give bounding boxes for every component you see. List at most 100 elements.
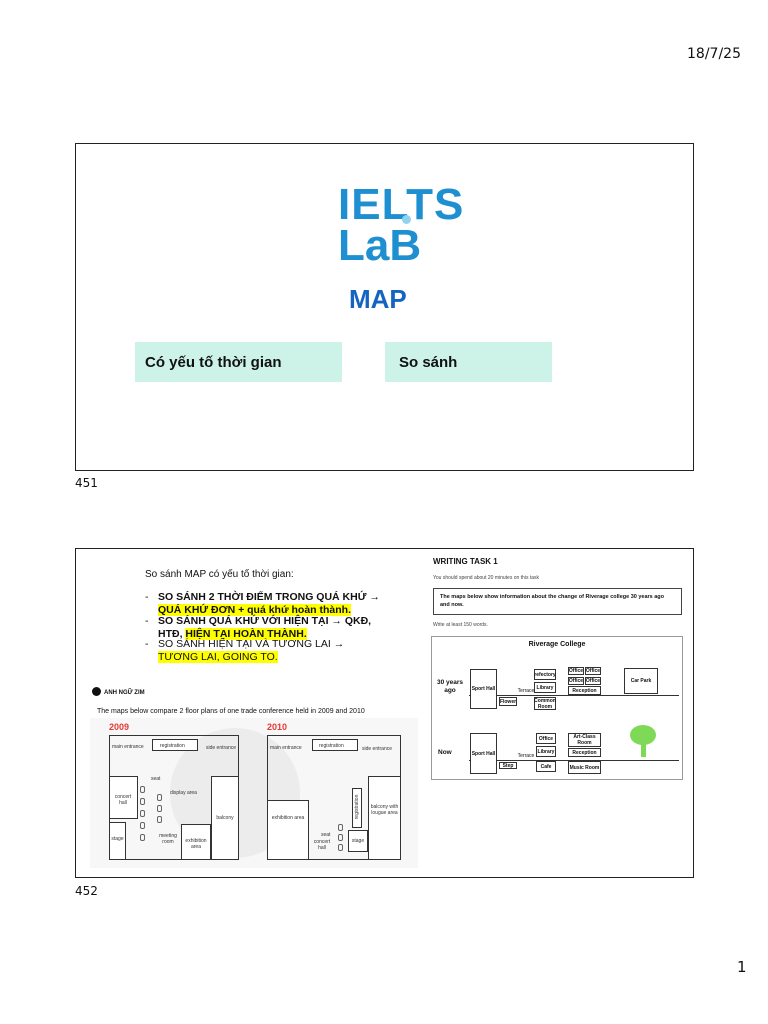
plan-2009-concert-hall: concert hall: [114, 794, 132, 806]
plan-2010-concert-hall: concert hall: [313, 839, 331, 851]
header-date: 18/7/25: [687, 46, 741, 62]
left-heading: So sánh MAP có yếu tố thời gian:: [145, 569, 294, 580]
past-office-1: Office: [568, 667, 584, 675]
plan-2010-registration-vertical-room: [352, 788, 362, 828]
seat-icon: [157, 805, 162, 812]
now-reception: Reception: [568, 748, 601, 757]
bullet-2-text: SO SÁNH QUÁ KHỨ VỚI HIỆN TẠI → QKĐ, HTĐ,: [158, 615, 372, 640]
row-now-label: Now: [438, 749, 452, 756]
past-common-room: Common Room: [534, 697, 556, 710]
plan-2009-seat: seat: [151, 776, 161, 782]
seat-icon: [338, 844, 343, 851]
floorplan-prompt: The maps below compare 2 floor plans of …: [97, 708, 365, 715]
plan-2010-balcony-lounge: balcony with lougue area: [370, 804, 399, 816]
plan-2010-exhibition-room: [267, 800, 309, 860]
zim-logo-icon: [92, 687, 101, 696]
college-map: Riverage College 30 years ago Sport Hall…: [431, 636, 683, 780]
tree-icon: [630, 725, 656, 757]
plan-2009-balcony: balcony: [216, 815, 234, 821]
plan-2009-side-entrance: side entrance: [206, 745, 237, 751]
plan-2010-exhibition-area: exhibition area: [271, 815, 305, 821]
slide-number-451: 451: [75, 476, 98, 490]
plan-2010-stage: stage: [351, 838, 365, 844]
page-number: 1: [737, 958, 747, 976]
time-note: You should spend about 20 minutes on thi…: [433, 575, 540, 581]
row-past-label: 30 years ago: [436, 679, 464, 694]
past-office-2: Office: [585, 667, 601, 675]
now-art-class-room: Art-Class Room: [568, 733, 601, 747]
now-terrace: Terrace: [516, 753, 536, 759]
plan-2009-stage: stage: [111, 836, 124, 842]
past-sport-hall: Sport Hall: [470, 669, 497, 709]
plan-2010-registration: registration: [319, 743, 344, 749]
past-refectory: refectory: [534, 669, 556, 680]
slide-451: [75, 143, 694, 471]
word-note: Write at least 150 words.: [433, 622, 488, 628]
past-flower: Flower: [499, 697, 517, 706]
past-office-3: Office: [568, 677, 584, 685]
plan-2009-exhibition-room: [181, 824, 211, 860]
seat-icon: [140, 810, 145, 817]
seat-icon: [140, 834, 145, 841]
past-library: Library: [534, 682, 556, 693]
bullet-1-highlight: QUÁ KHỨ ĐƠN + quá khứ hoàn thành.: [158, 603, 351, 616]
task-prompt-box: The maps below show information about th…: [433, 588, 682, 615]
past-reception: Reception: [568, 686, 601, 695]
zim-brand: ANH NGỮ ZIM: [104, 690, 145, 696]
plan-2010-balcony-room: [368, 776, 401, 860]
bullet-2: - SO SÁNH QUÁ KHỨ VỚI HIỆN TẠI → QKĐ, HT…: [145, 615, 372, 640]
seat-icon: [140, 822, 145, 829]
plan-2009-stage-room: [109, 822, 126, 860]
plan-2010-seat: seat: [321, 832, 331, 838]
box-time-factor-label: Có yếu tố thời gian: [145, 353, 282, 371]
seat-icon: [157, 816, 162, 823]
plan-2010-year: 2010: [267, 722, 288, 732]
bullet-2-highlight: HIỆN TẠI HOÀN THÀNH.: [185, 627, 307, 640]
task-title: WRITING TASK 1: [433, 557, 498, 566]
box-time-factor: Có yếu tố thời gian: [135, 342, 342, 382]
bullet-1-text: SO SÁNH 2 THỜI ĐIỂM TRONG QUÁ KHỨ →: [158, 591, 380, 603]
plan-2010-side-entrance: side entrance: [362, 746, 393, 752]
logo-bubble-icon: [402, 215, 411, 224]
past-car-park: Car Park: [624, 668, 658, 694]
plan-2009-exhibition-area: exhibition area: [185, 838, 207, 850]
plan-2009-main-entrance: main entrance: [112, 744, 144, 750]
plan-2009-year: 2009: [109, 722, 130, 732]
bullet-1: - SO SÁNH 2 THỜI ĐIỂM TRONG QUÁ KHỨ → QU…: [145, 591, 380, 616]
floorplans: 2009 main entrance registration side ent…: [90, 718, 418, 868]
now-sport-hall: Sport Hall: [470, 733, 497, 774]
bullet-3-highlight: TƯƠNG LAI, GOING TO.: [158, 650, 278, 663]
slide-title: MAP: [349, 284, 407, 314]
task-prompt: The maps below show information about th…: [440, 594, 665, 608]
map-title: Riverage College: [528, 641, 586, 648]
seat-icon: [157, 794, 162, 801]
plan-2010-stage-room: [348, 830, 368, 852]
road-past: [469, 695, 679, 696]
plan-2009-registration-room: [152, 739, 198, 751]
plan-2009-balcony-room: [211, 776, 239, 860]
seat-icon: [140, 798, 145, 805]
logo-line-lab: LaB: [338, 221, 422, 270]
seat-icon: [140, 786, 145, 793]
plan-2010-main-entrance: main entrance: [270, 745, 302, 751]
seat-icon: [338, 824, 343, 831]
box-compare: So sánh: [385, 342, 552, 382]
plan-2009-registration: registration: [160, 743, 185, 749]
plan-2009-meeting-room: meeting room: [159, 833, 177, 845]
past-terrace: Terrace: [516, 688, 536, 694]
road-now: [469, 760, 679, 761]
bullet-3-text: SO SÁNH HIỆN TẠI VÀ TƯƠNG LAI →: [158, 638, 345, 650]
past-office-4: Office: [585, 677, 601, 685]
logo-line-ielts: IELTS: [338, 180, 465, 229]
seat-icon: [338, 834, 343, 841]
now-cafe: Cafe: [536, 761, 556, 772]
box-compare-label: So sánh: [399, 353, 458, 371]
bullet-3: - SO SÁNH HIỆN TẠI VÀ TƯƠNG LAI → TƯƠNG …: [145, 638, 345, 663]
now-music-room: Music Room: [568, 761, 601, 774]
slide-number-452: 452: [75, 884, 98, 898]
plan-2009-concert-hall-room: [109, 776, 138, 819]
now-library: Library: [536, 746, 556, 757]
plan-2009-display-area: display area: [170, 790, 197, 796]
plan-2010-registration-room: [312, 739, 358, 751]
now-office: Office: [536, 733, 556, 744]
